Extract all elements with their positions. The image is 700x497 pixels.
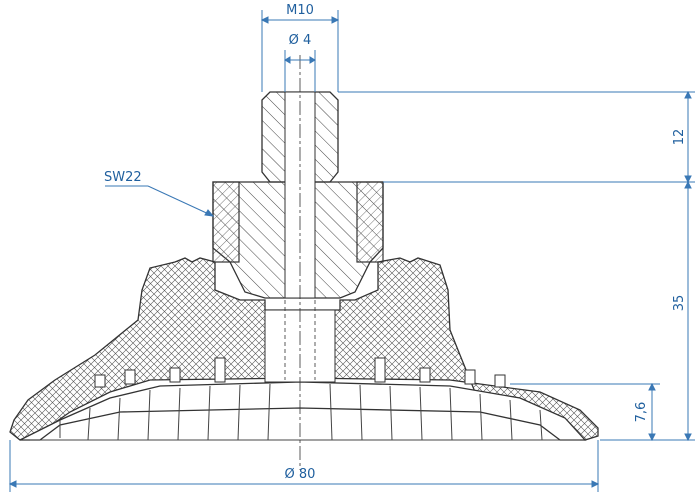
callout-wrench-size	[105, 185, 215, 217]
dim-lip-height	[510, 382, 660, 442]
dim-body-height	[600, 180, 695, 442]
dim-bore	[284, 50, 316, 92]
rim-cleats	[94, 357, 506, 388]
suction-rim	[19, 381, 587, 441]
hex-flat-left	[212, 181, 240, 263]
thread-hidden-lines	[284, 300, 316, 380]
dim-thread	[260, 10, 340, 92]
dim-bore-label: Ø 4	[289, 33, 312, 48]
dim-thread-height-label: 12	[672, 129, 687, 146]
dim-thread-label: M10	[286, 3, 314, 18]
dim-diameter	[8, 440, 600, 492]
dim-body-height-label: 35	[672, 295, 687, 312]
dim-diameter-label: Ø 80	[285, 467, 316, 482]
dim-thread-height	[338, 90, 695, 184]
hex-flat-right	[356, 181, 384, 263]
dim-lip-height-label: 7,6	[634, 402, 649, 423]
rim-ribs	[30, 383, 580, 441]
callout-wrench-size-label: SW22	[104, 170, 142, 185]
